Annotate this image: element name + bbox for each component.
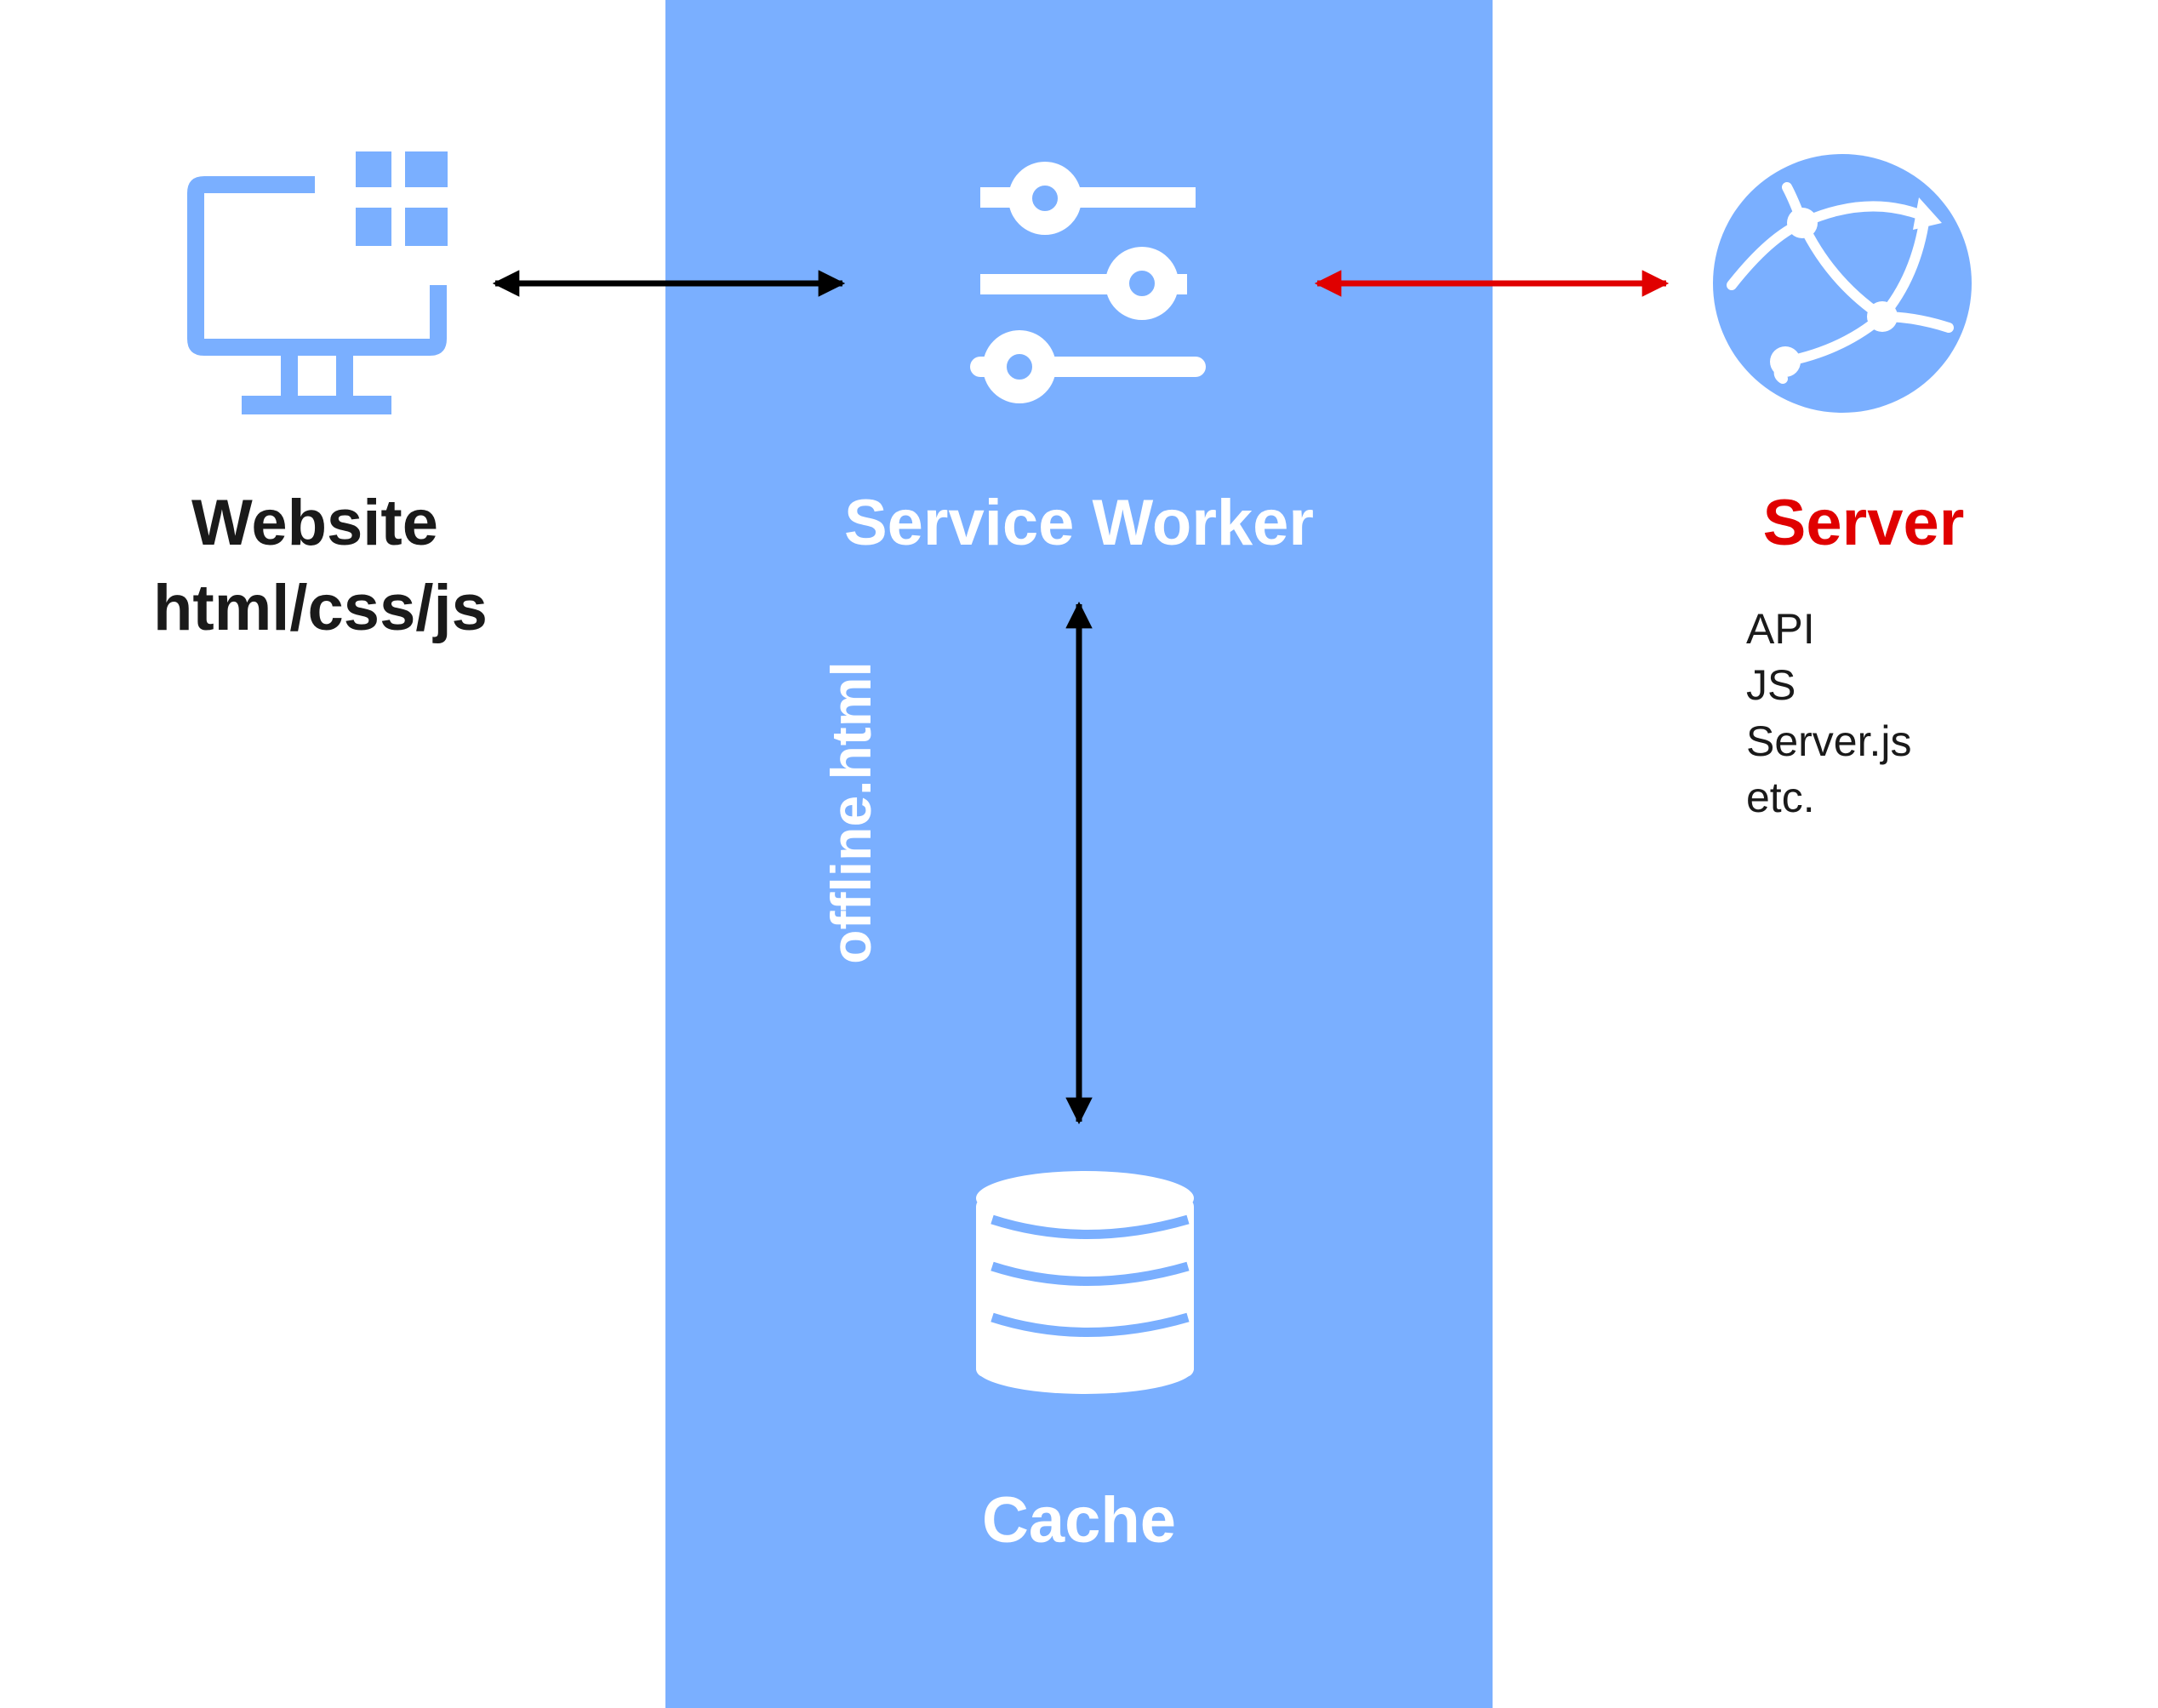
server-tech-item: Server.js [1746,717,1912,765]
offline-file-label: offline.html [819,661,882,964]
network-globe-icon [1713,154,1972,413]
service-worker-title: Service Worker [843,487,1315,559]
website-title: Website html/css/js [153,481,488,651]
desktop-monitor-icon [187,151,448,414]
database-icon [976,1171,1194,1394]
server-tech-item: etc. [1746,774,1815,821]
sliders-icon [970,162,1206,403]
server-tech-item: API [1746,605,1815,653]
cache-title: Cache [981,1484,1177,1557]
server-tech-item: JS [1746,661,1796,709]
website-title-line1: Website [191,487,438,559]
website-title-line2: html/css/js [153,572,488,644]
server-title: Server [1762,487,1965,559]
server-tech-list: API JS Server.js etc. [1746,601,1912,825]
